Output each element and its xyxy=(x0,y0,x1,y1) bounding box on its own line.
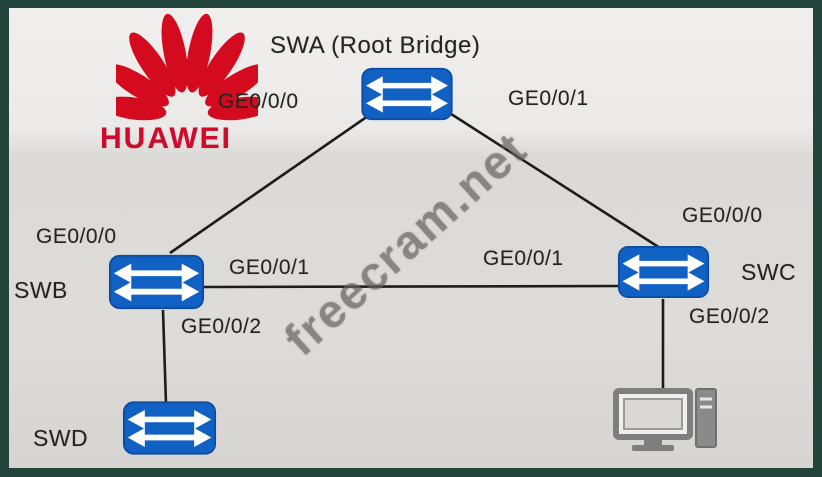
port-label-swa-ge000: GE0/0/0 xyxy=(218,90,299,113)
frame-border-bottom xyxy=(0,468,822,477)
link-swa-swc xyxy=(447,110,661,250)
huawei-logo-text: HUAWEI xyxy=(100,122,232,155)
pc-icon xyxy=(613,388,717,451)
link-swb-swd xyxy=(161,309,168,405)
switch-icon-swc xyxy=(617,245,710,299)
port-label-swb-ge001: GE0/0/1 xyxy=(229,256,310,279)
switch-icon-swb xyxy=(108,254,205,310)
node-label-swa: SWA (Root Bridge) xyxy=(270,32,481,59)
node-label-swb: SWB xyxy=(14,277,68,303)
node-label-swc: SWC xyxy=(741,259,797,285)
node-label-swd: SWD xyxy=(33,425,89,451)
port-label-swb-ge000: GE0/0/0 xyxy=(36,225,117,248)
port-label-swc-ge002: GE0/0/2 xyxy=(689,305,770,328)
port-label-swb-ge002: GE0/0/2 xyxy=(181,315,262,338)
port-label-swc-ge000: GE0/0/0 xyxy=(682,204,763,227)
port-label-swc-ge001: GE0/0/1 xyxy=(483,247,564,270)
frame-border-top xyxy=(0,0,822,8)
port-label-swa-ge001: GE0/0/1 xyxy=(508,87,589,110)
link-swa-swb xyxy=(169,114,369,255)
frame-border-right xyxy=(813,0,822,477)
huawei-logo-icon xyxy=(116,13,258,121)
switch-icon-swd xyxy=(122,401,217,455)
frame-border-left xyxy=(0,0,9,477)
link-swb-swc xyxy=(202,284,622,289)
switch-icon-swa xyxy=(361,67,453,121)
